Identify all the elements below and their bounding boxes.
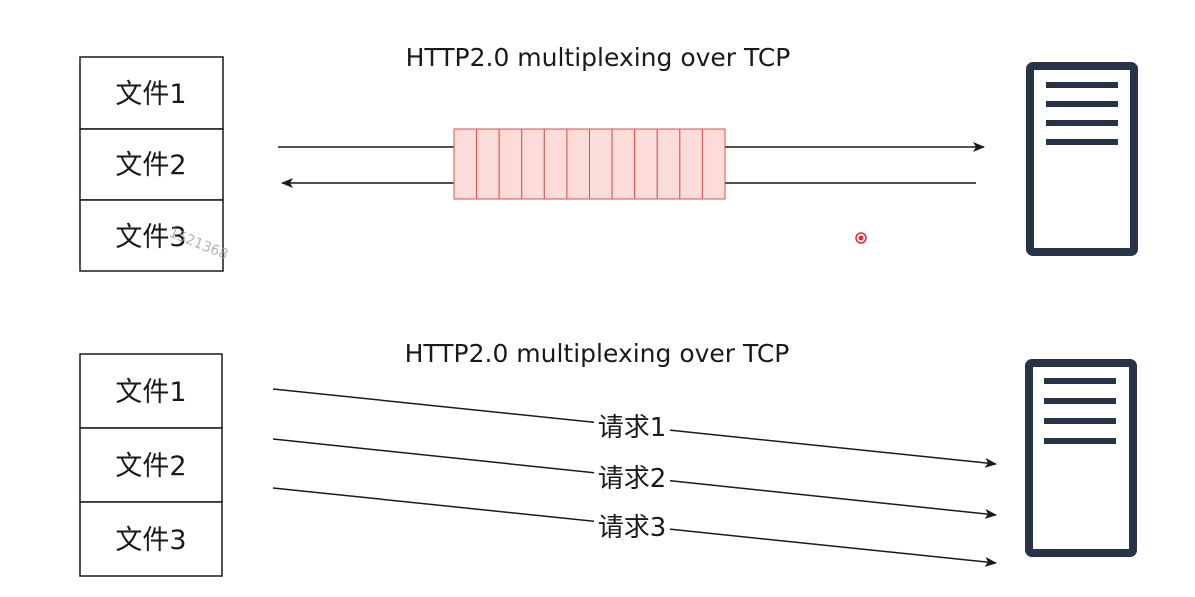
laser-pointer-dot: [855, 232, 867, 244]
bottom-diagram-title: HTTP2.0 multiplexing over TCP: [405, 339, 790, 368]
bottom-file-box-3: [79, 501, 223, 577]
top-file-label-3: 文件3: [115, 222, 186, 253]
bottom-file-stack: 文件1 文件2 文件3: [79, 353, 223, 577]
frame-11: [679, 128, 703, 200]
top-file-box-1: [79, 56, 224, 130]
frame-8: [611, 128, 636, 200]
frame-7: [589, 128, 613, 200]
frame-5: [543, 128, 568, 200]
frame-9: [634, 128, 658, 200]
top-file-stack: 文件1 文件2 文件3 1521368: [79, 56, 230, 272]
top-file-box-3: [79, 199, 224, 272]
frame-stream: [453, 128, 726, 200]
frame-2: [476, 128, 500, 200]
bottom-diagram: HTTP2.0 multiplexing over TCP 文件1 文件2 文件…: [79, 339, 1137, 577]
frame-3: [498, 128, 523, 200]
bottom-file-label-2: 文件2: [115, 451, 186, 482]
server-icon: [1025, 359, 1137, 557]
top-file-label-2: 文件2: [115, 150, 186, 181]
top-file-label-1: 文件1: [115, 79, 186, 110]
bottom-file-label-3: 文件3: [115, 525, 186, 556]
top-file-box-2: [79, 128, 224, 201]
bottom-file-label-1: 文件1: [115, 377, 186, 408]
bottom-file-box-2: [79, 427, 223, 503]
frame-4: [521, 128, 545, 200]
top-diagram: HTTP2.0 multiplexing over TCP 文件1 文件2 文件…: [79, 43, 1138, 272]
request-label-3: 请求3: [598, 513, 667, 543]
frame-6: [566, 128, 590, 200]
bottom-file-box-1: [79, 353, 223, 429]
frame-1: [453, 128, 478, 200]
request-label-2: 请求2: [598, 464, 667, 494]
request-label-1: 请求1: [598, 413, 667, 443]
frame-12: [701, 128, 726, 200]
top-diagram-title: HTTP2.0 multiplexing over TCP: [406, 43, 791, 72]
frame-10: [656, 128, 681, 200]
server-icon: [1026, 62, 1138, 256]
